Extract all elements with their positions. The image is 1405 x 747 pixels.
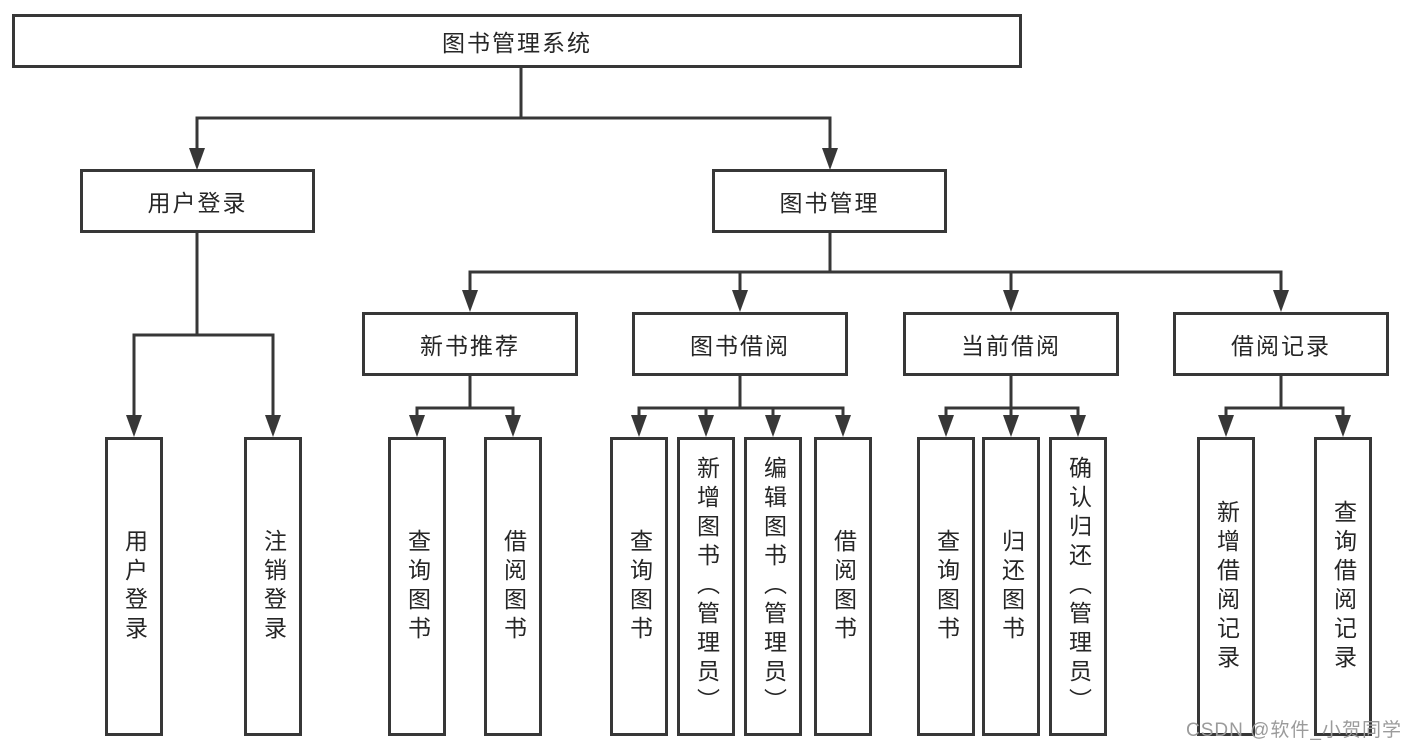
leaf-borrow-query-books: 查询图书	[610, 437, 668, 736]
node-book-management: 图书管理	[712, 169, 947, 233]
leaf-records-query-record: 查询借阅记录	[1314, 437, 1372, 736]
leaf-label: 查询图书	[626, 528, 653, 645]
node-book-borrow-label: 图书借阅	[690, 333, 790, 359]
leaf-recommend-query-books: 查询图书	[388, 437, 446, 736]
leaf-borrow-add-books-admin: 新增图书（管理员）	[677, 437, 735, 736]
leaf-user-login: 用户登录	[105, 437, 163, 736]
node-book-borrow: 图书借阅	[632, 312, 848, 376]
leaf-label: 借阅图书	[500, 528, 527, 645]
leaf-label: 注销登录	[260, 528, 287, 645]
node-borrow-records: 借阅记录	[1173, 312, 1389, 376]
leaf-label: 查询图书	[933, 528, 960, 645]
node-current-borrow-label: 当前借阅	[961, 333, 1061, 359]
leaf-current-confirm-return-admin: 确认归还（管理员）	[1049, 437, 1107, 736]
node-borrow-records-label: 借阅记录	[1231, 333, 1331, 359]
leaf-label: 编辑图书（管理员）	[760, 456, 787, 717]
node-user-login-label: 用户登录	[147, 190, 248, 216]
leaf-label: 借阅图书	[830, 528, 857, 645]
leaf-logout: 注销登录	[244, 437, 302, 736]
leaf-label: 新增借阅记录	[1213, 499, 1240, 674]
node-root-label: 图书管理系统	[442, 30, 592, 56]
leaf-borrow-edit-books-admin: 编辑图书（管理员）	[744, 437, 802, 736]
leaf-label: 归还图书	[998, 528, 1025, 645]
node-current-borrow: 当前借阅	[903, 312, 1119, 376]
leaf-current-query-books: 查询图书	[917, 437, 975, 736]
leaf-records-add-record: 新增借阅记录	[1197, 437, 1255, 736]
node-book-management-label: 图书管理	[779, 190, 880, 216]
leaf-label: 查询借阅记录	[1330, 499, 1357, 674]
leaf-label: 查询图书	[404, 528, 431, 645]
leaf-label: 新增图书（管理员）	[693, 456, 720, 717]
node-new-book-recommend: 新书推荐	[362, 312, 578, 376]
node-user-login: 用户登录	[80, 169, 315, 233]
leaf-label: 用户登录	[121, 528, 148, 645]
leaf-recommend-borrow-books: 借阅图书	[484, 437, 542, 736]
leaf-borrow-borrow-books: 借阅图书	[814, 437, 872, 736]
leaf-label: 确认归还（管理员）	[1065, 456, 1092, 717]
node-new-book-recommend-label: 新书推荐	[420, 333, 520, 359]
leaf-current-return-books: 归还图书	[982, 437, 1040, 736]
csdn-watermark: CSDN @软件_小贺同学	[1186, 720, 1402, 741]
node-root: 图书管理系统	[12, 14, 1022, 68]
